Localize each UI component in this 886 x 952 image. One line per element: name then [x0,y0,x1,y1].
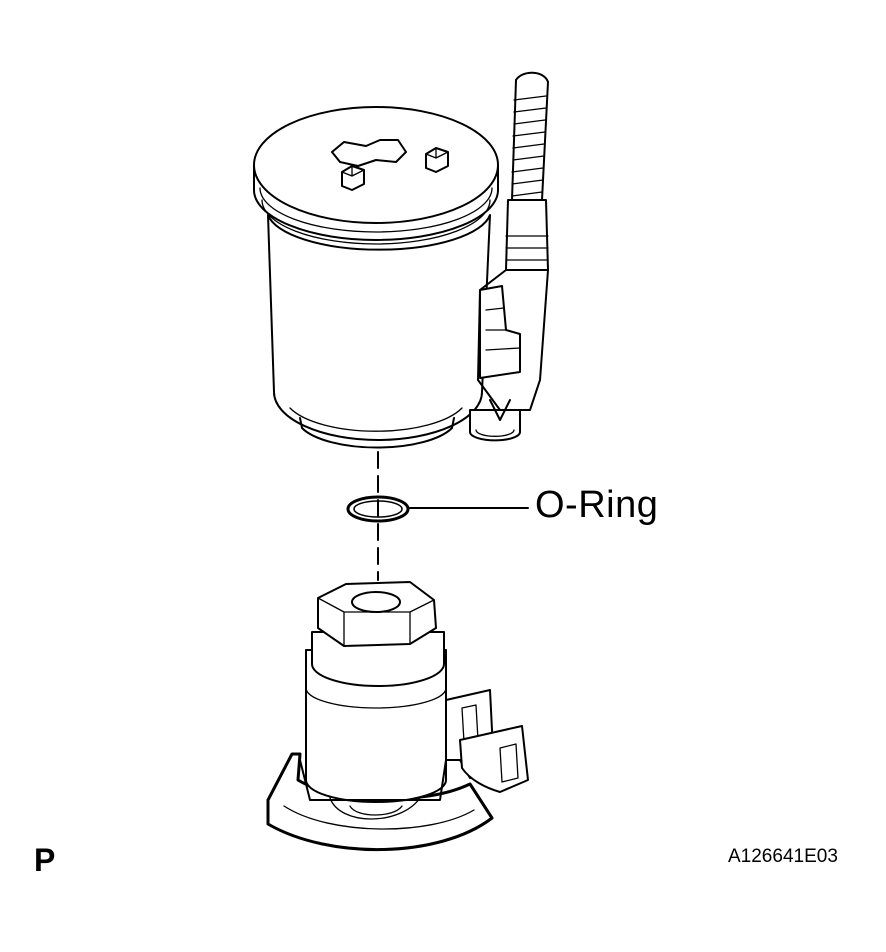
fuel-filter-housing [253,106,499,449]
fuel-hose [469,71,549,442]
o-ring-label: O-Ring [535,484,659,526]
figure-code: A126641E03 [728,846,838,867]
view-letter: P [34,842,56,878]
fuel-pump-assembly [266,581,529,851]
o-ring [346,495,410,523]
